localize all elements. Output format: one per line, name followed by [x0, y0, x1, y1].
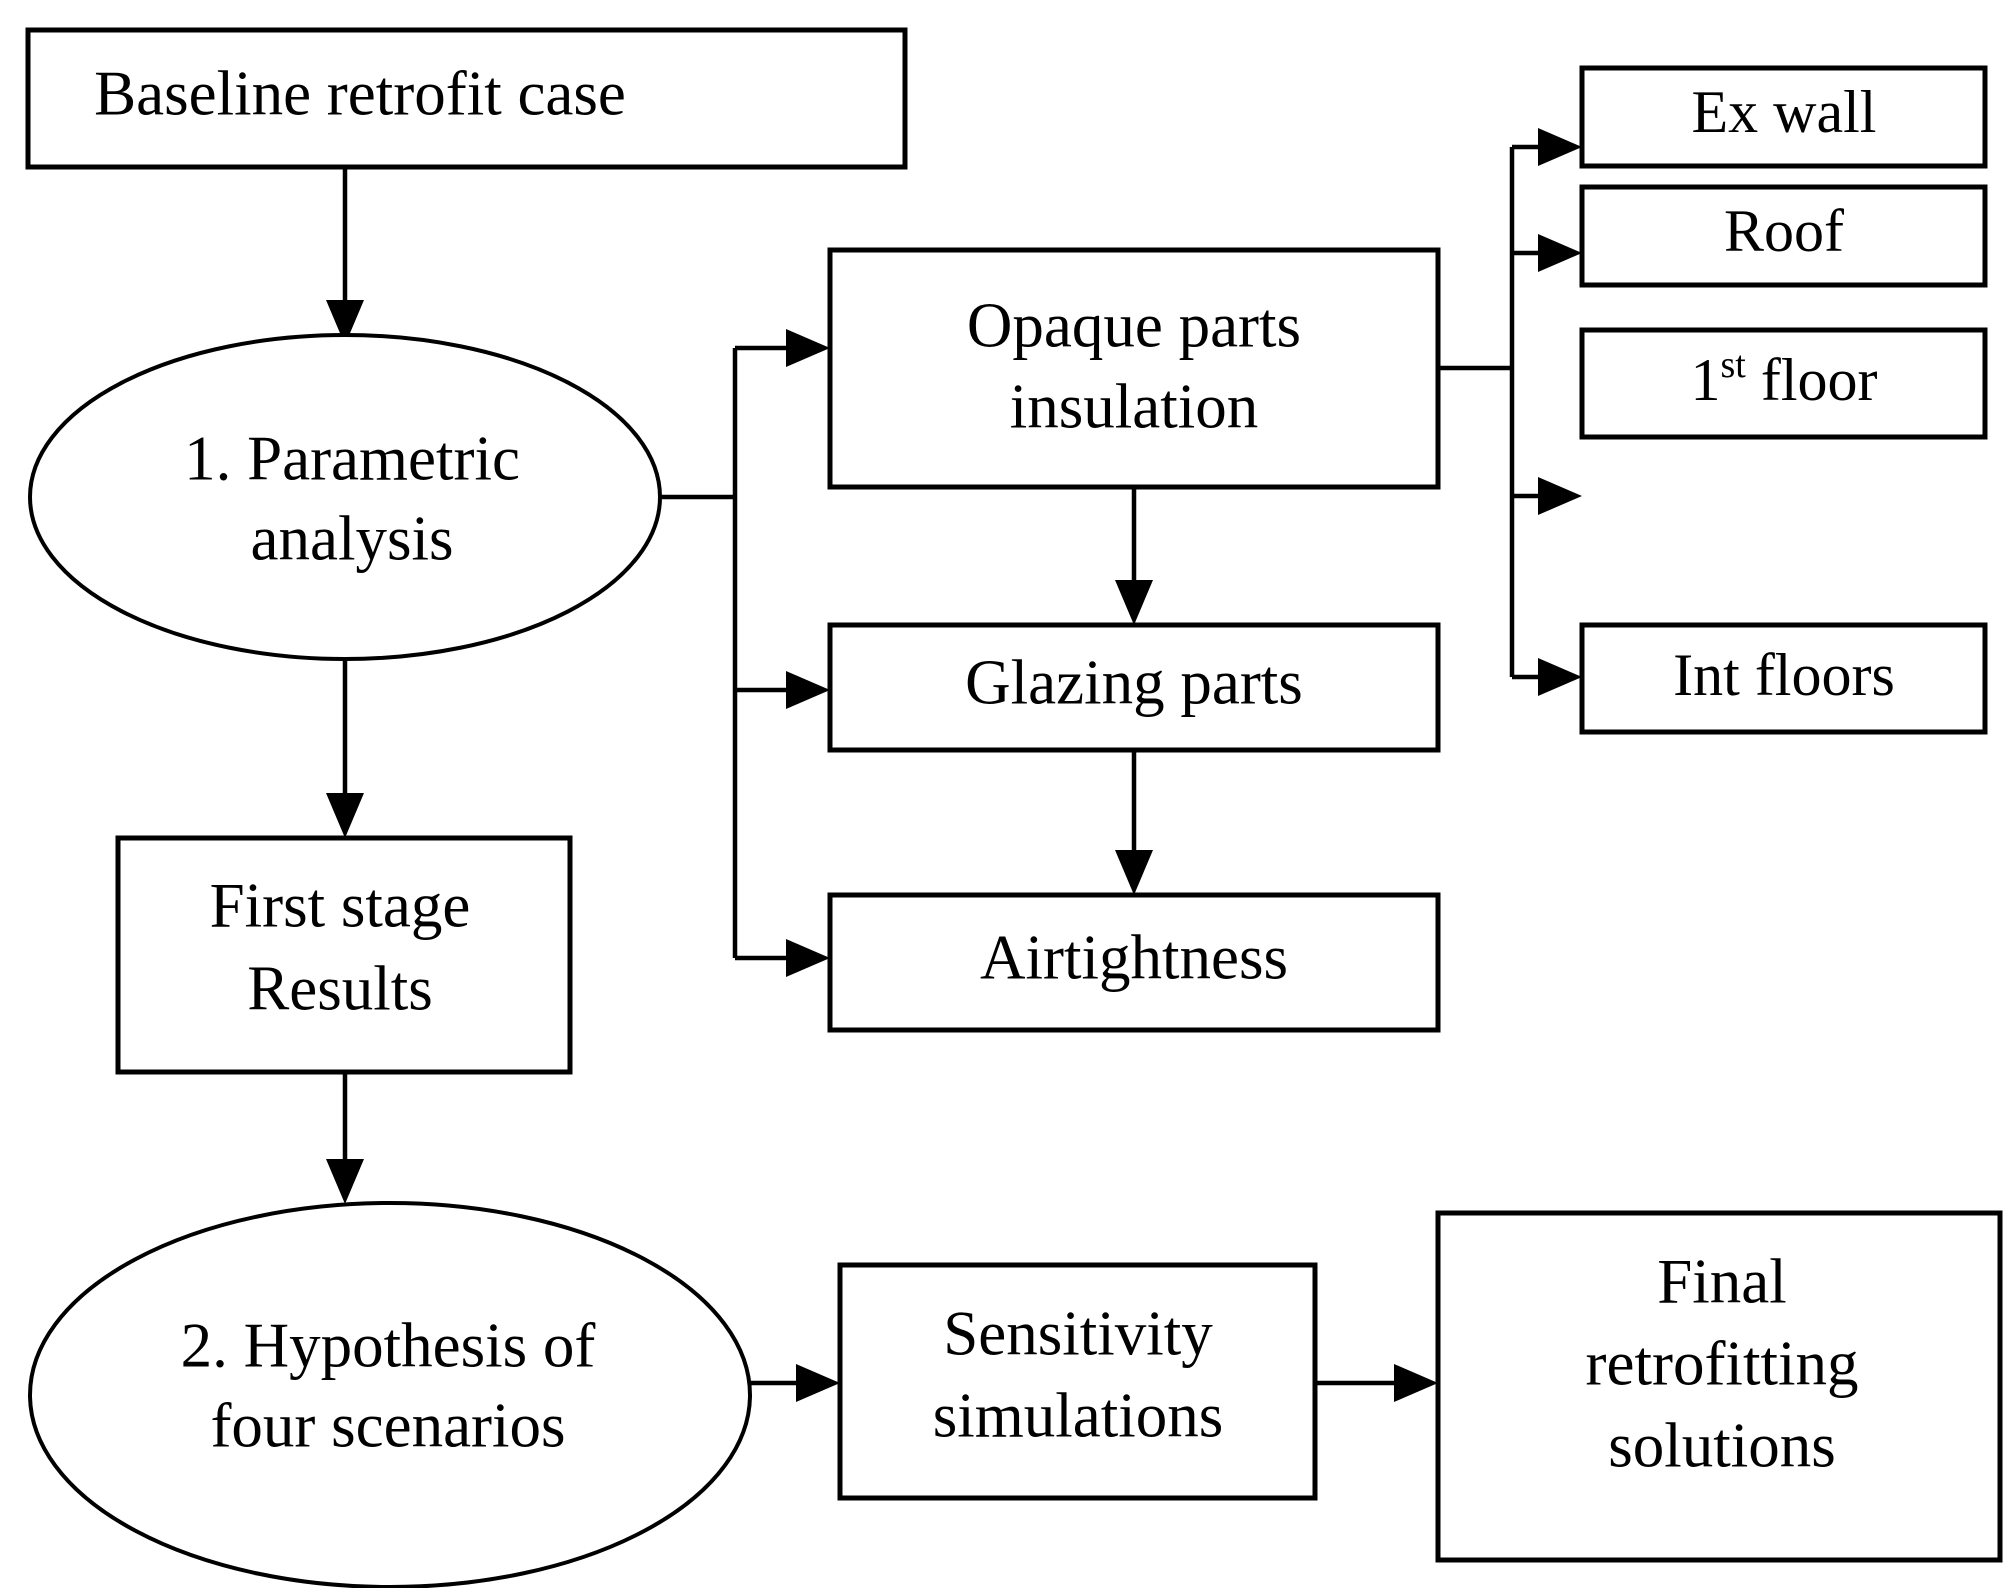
- edge-opaque-to-int-floors: [1512, 658, 1582, 696]
- edge-opaque-to-glazing: [1115, 487, 1153, 625]
- edge-stage2-to-sensitivity: [750, 1364, 840, 1402]
- node-hypothesis-four-scenarios[interactable]: 2. Hypothesis of four scenarios: [28, 1201, 752, 1588]
- node-airtightness[interactable]: Airtightness: [827, 892, 1441, 1033]
- node-opaque-line2: insulation: [1010, 371, 1259, 441]
- node-glazing-label: Glazing parts: [965, 647, 1303, 717]
- node-opaque-line1: Opaque parts: [967, 290, 1301, 360]
- node-glazing-parts[interactable]: Glazing parts: [827, 622, 1441, 753]
- node-first-stage-results-line2: Results: [247, 953, 433, 1023]
- node-hypothesis-line1: 2. Hypothesis of: [181, 1310, 596, 1380]
- node-baseline-retrofit-case[interactable]: Baseline retrofit case: [25, 27, 908, 170]
- node-parametric-analysis-line2: analysis: [251, 503, 454, 573]
- edge-stage1-to-opaque: [735, 329, 830, 367]
- node-roof[interactable]: Roof: [1579, 184, 1988, 288]
- node-roof-label: Roof: [1724, 198, 1844, 264]
- node-parametric-analysis-line1: 1. Parametric: [184, 423, 520, 493]
- node-opaque-parts-insulation[interactable]: Opaque parts insulation: [827, 247, 1441, 490]
- node-first-floor-num: 1: [1691, 347, 1721, 413]
- node-ex-wall[interactable]: Ex wall: [1579, 65, 1988, 169]
- edge-stage1-to-glazing: [735, 671, 830, 709]
- node-first-floor[interactable]: 1st floor: [1579, 327, 1988, 440]
- edge-opaque-to-ex-wall: [1512, 128, 1582, 166]
- node-first-floor-sup: st: [1721, 344, 1747, 386]
- edge-stage1-to-first-stage-results: [326, 659, 364, 838]
- node-hypothesis-line2: four scenarios: [210, 1390, 565, 1460]
- edge-first-stage-results-to-stage2: [326, 1072, 364, 1204]
- node-int-floors-label: Int floors: [1673, 642, 1895, 708]
- node-first-stage-results[interactable]: First stage Results: [115, 835, 573, 1075]
- node-parametric-analysis[interactable]: 1. Parametric analysis: [28, 333, 662, 661]
- node-first-floor-label: 1st floor: [1691, 344, 1878, 413]
- node-final-line2: retrofitting: [1586, 1328, 1859, 1398]
- node-final-line1: Final: [1657, 1246, 1787, 1316]
- node-sensitivity-simulations[interactable]: Sensitivity simulations: [837, 1262, 1318, 1501]
- node-airtightness-label: Airtightness: [980, 922, 1288, 992]
- node-first-floor-rest: floor: [1761, 347, 1878, 413]
- edge-baseline-to-stage1: [326, 167, 364, 345]
- node-final-line3: solutions: [1608, 1410, 1836, 1480]
- edge-sensitivity-to-final-solutions: [1315, 1364, 1438, 1402]
- node-ex-wall-label: Ex wall: [1692, 79, 1877, 145]
- node-first-stage-results-line1: First stage: [210, 870, 471, 940]
- node-baseline-label: Baseline retrofit case: [94, 58, 626, 128]
- edge-opaque-to-roof: [1512, 234, 1582, 272]
- edge-opaque-to-first-floor: [1512, 477, 1582, 515]
- node-sensitivity-line1: Sensitivity: [943, 1298, 1213, 1368]
- edge-stage1-to-airtightness: [735, 939, 830, 977]
- node-int-floors[interactable]: Int floors: [1579, 622, 1988, 735]
- edge-glazing-to-airtightness: [1115, 750, 1153, 895]
- node-sensitivity-line2: simulations: [933, 1380, 1224, 1450]
- node-final-retrofitting-solutions[interactable]: Final retrofitting solutions: [1435, 1210, 2003, 1563]
